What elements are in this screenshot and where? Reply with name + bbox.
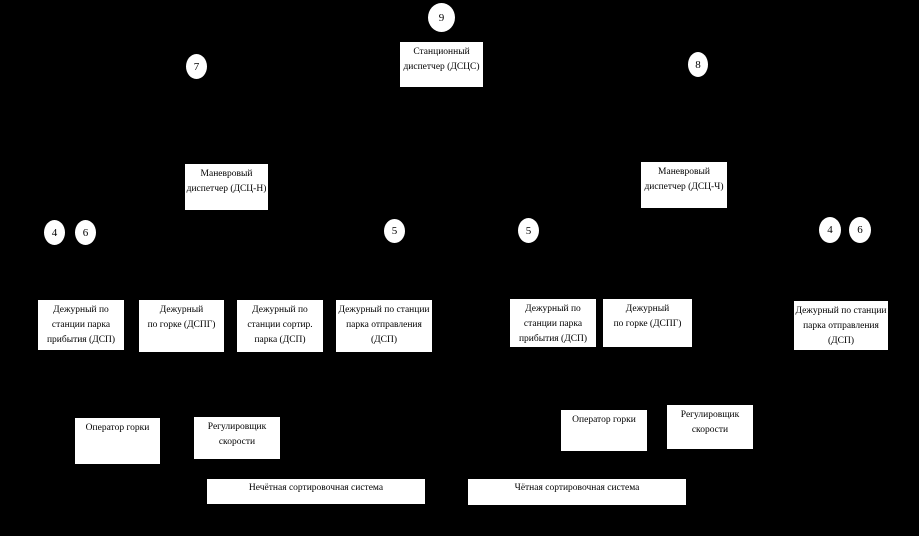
circle-4-left: 4 [44,220,65,245]
box-hump-operator-left: Оператор горки [75,418,160,464]
circle-4-right: 4 [819,217,841,243]
box-dsp-arrival-right: Дежурный по станции парка прибытия (ДСП) [510,299,596,347]
circle-5-center-right: 5 [518,218,539,243]
box-speed-regulator-left: Регулировщик скорости [194,417,280,459]
box-dsp-departure-left: Дежурный по станции парка отправления (Д… [336,300,432,352]
box-shunting-dispatcher-n: Маневровый диспетчер (ДСЦ-Н) [185,164,268,210]
box-hump-operator-right: Оператор горки [561,410,647,451]
circle-6-left: 6 [75,220,96,245]
label-odd-sorting-system: Нечётная сортировочная система [207,479,425,504]
box-dsp-arrival-left: Дежурный по станции парка прибытия (ДСП) [38,300,124,350]
box-dspg-right: Дежурный по горке (ДСПГ) [603,299,692,347]
box-speed-regulator-right: Регулировщик скорости [667,405,753,449]
circle-8: 8 [688,52,708,77]
box-dsp-departure-right: Дежурный по станции парка отправления (Д… [794,301,888,350]
box-dspg-left: Дежурный по горке (ДСПГ) [139,300,224,352]
box-dsp-sorting-left: Дежурный по станции сортир. парка (ДСП) [237,300,323,352]
circle-7: 7 [186,54,207,79]
circle-9: 9 [428,3,455,32]
box-station-dispatcher: Станционный диспетчер (ДСЦС) [400,42,483,87]
box-shunting-dispatcher-ch: Маневровый диспетчер (ДСЦ-Ч) [641,162,727,208]
circle-6-right: 6 [849,217,871,243]
circle-5-center-left: 5 [384,219,405,243]
label-even-sorting-system: Чётная сортировочная система [468,479,686,505]
